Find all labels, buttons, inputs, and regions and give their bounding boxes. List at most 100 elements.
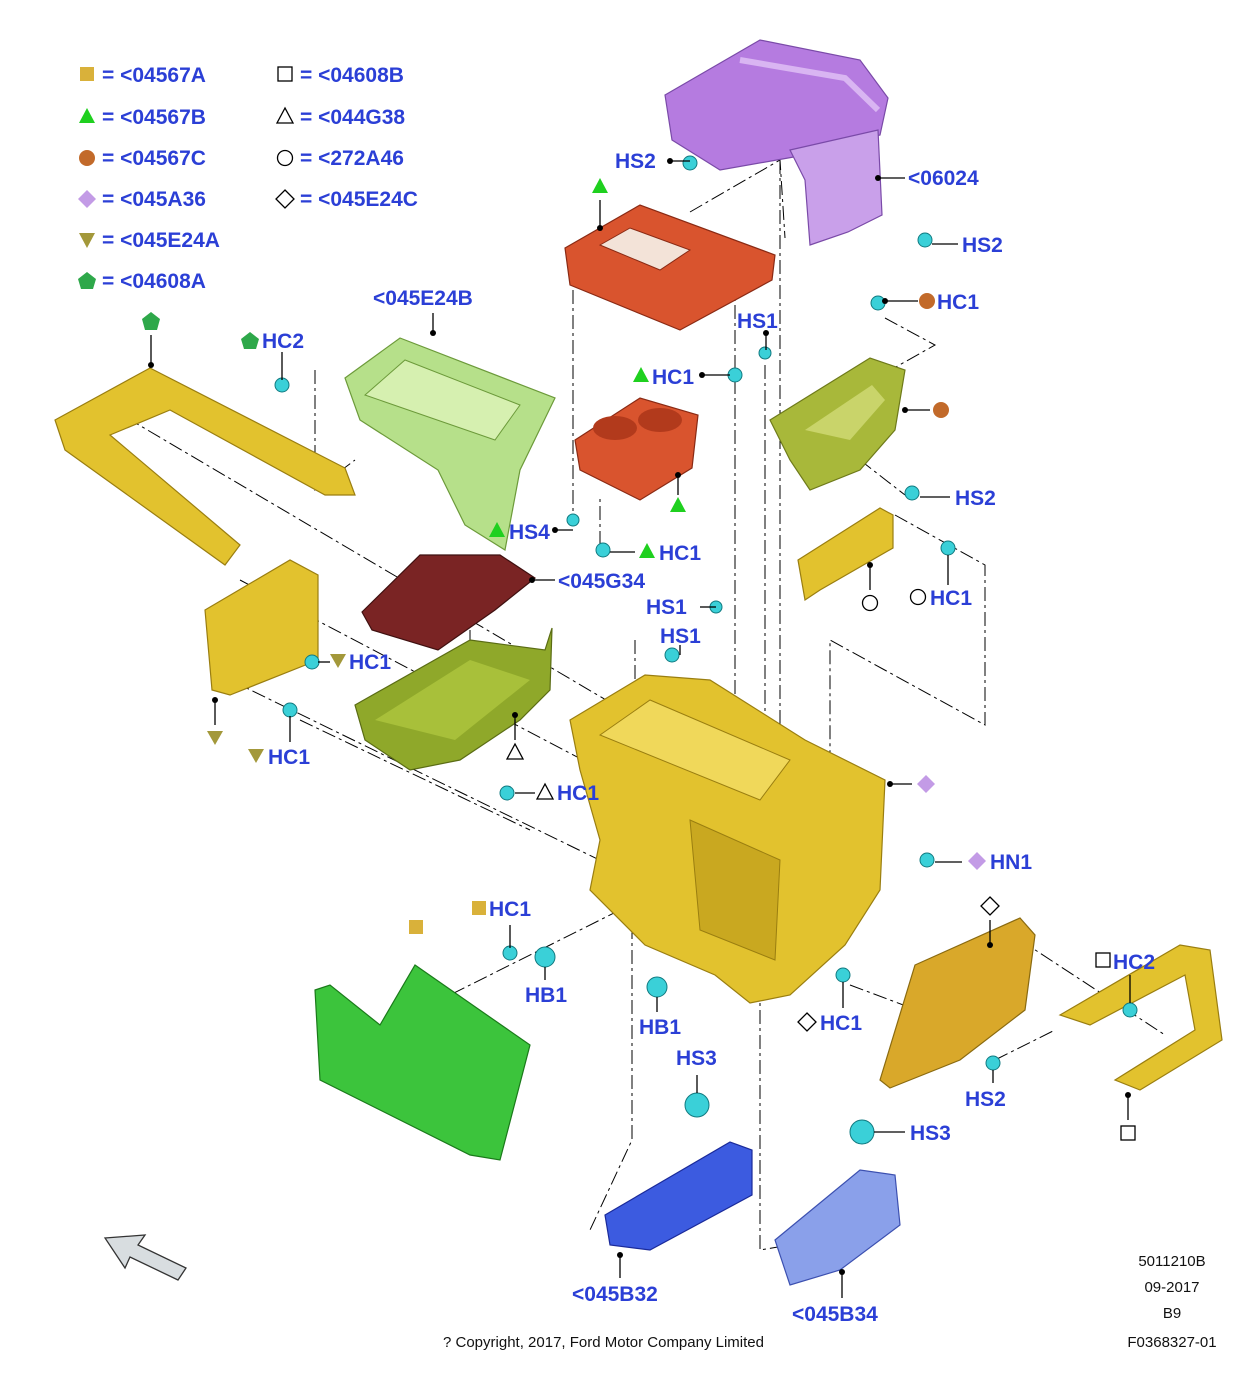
marker-diamond-hn1-icon: [968, 852, 986, 870]
right-bracket-part: [797, 507, 894, 602]
marker-diamond-open-hc1-icon: [797, 1012, 817, 1032]
marker-triangle-open-icon: [505, 742, 525, 760]
label-hc1-tray: HC1: [349, 651, 391, 674]
diagram-code: 5011210B: [1138, 1253, 1205, 1270]
legend-diamond-open-icon: [275, 189, 295, 209]
legend-square-open-icon: [277, 66, 293, 82]
label-hc1-pocket-top: HC1: [937, 291, 979, 314]
front-panel-part: [314, 964, 531, 1161]
label-hs4: HS4: [509, 521, 550, 544]
legend-triangle-open-icon: [275, 106, 295, 124]
right-u-trim-part: [1058, 944, 1223, 1091]
view-direction-arrow-icon: [103, 1234, 187, 1281]
legend-pentagon-filled-icon: [78, 272, 96, 289]
storage-bin-part: [344, 337, 556, 551]
blue-bracket-right-part: [774, 1169, 901, 1286]
marker-triangle-filled-icon: [592, 178, 608, 193]
label-hs1-lower: HS1: [660, 625, 701, 648]
marker-circle-open-hc1-icon: [909, 588, 927, 606]
label-hc2-left: HC2: [262, 330, 304, 353]
label-hb1-left: HB1: [525, 984, 567, 1007]
label-hs3-left: HS3: [676, 1047, 717, 1070]
label-hs2-rear: HS2: [965, 1088, 1006, 1111]
legend-square-filled-icon: [80, 67, 94, 81]
legend-item-04567C: = <04567C: [102, 147, 206, 170]
blue-bracket-left-part: [604, 1141, 753, 1251]
leader-lines: [150, 160, 1131, 1298]
label-hc1-panel: HC1: [268, 746, 310, 769]
legend-item-045A36: = <045A36: [102, 188, 206, 211]
label-hb1-right: HB1: [639, 1016, 681, 1039]
legend-item-045E24A: = <045E24A: [102, 229, 220, 252]
label-hs2-lid: HS2: [962, 234, 1003, 257]
center-tray-part: [354, 627, 553, 771]
label-hc2-right: HC2: [1113, 951, 1155, 974]
rear-panel-part: [879, 917, 1036, 1089]
label-hc1-front: HC1: [489, 898, 531, 921]
legend: = <04567A = <04567B = <04567C = <045A36 …: [78, 64, 418, 293]
armrest-lid-part: [664, 39, 889, 246]
label-045E24B: <045E24B: [373, 287, 473, 310]
right-pocket-part: [769, 357, 906, 491]
marker-triangle-hs4-icon: [489, 522, 505, 537]
legend-item-272A46: = <272A46: [300, 147, 404, 170]
marker-triangle-down-icon: [330, 654, 346, 668]
label-hc1-rear: HC1: [820, 1012, 862, 1035]
copyright-notice: ? Copyright, 2017, Ford Motor Company Li…: [443, 1334, 764, 1351]
marker-triangle-hc1b-icon: [639, 543, 655, 558]
marker-pentagon-hc2-icon: [241, 332, 259, 349]
legend-item-045E24C: = <045E24C: [300, 188, 418, 211]
label-hn1: HN1: [990, 851, 1032, 874]
diagram-date: 09-2017: [1144, 1279, 1199, 1296]
legend-circle-filled-icon: [79, 150, 95, 166]
marker-pentagon-icon: [142, 312, 160, 330]
left-u-trim-part: [54, 367, 356, 566]
label-hc1-tray-lower: HC1: [557, 782, 599, 805]
marker-circle-open-icon: [861, 594, 879, 612]
label-06024: <06024: [908, 167, 979, 190]
marker-square-open-hc2-icon: [1095, 952, 1111, 968]
marker-square-hc1-icon: [472, 901, 486, 915]
marker-circle-filled-icon: [919, 293, 935, 309]
label-hs2-top: HS2: [615, 150, 656, 173]
figure-number: F0368327-01: [1127, 1334, 1216, 1351]
label-hs3-right: HS3: [910, 1122, 951, 1145]
fasteners: [274, 155, 1138, 1145]
left-side-panel-part: [204, 559, 319, 696]
marker-triangle-hc1-icon: [633, 367, 649, 382]
marker-diamond-open-icon: [980, 896, 1000, 916]
legend-triangle-filled-icon: [79, 108, 95, 123]
legend-item-04567B: = <04567B: [102, 106, 206, 129]
legend-circle-open-icon: [276, 149, 294, 167]
label-hs1-mid: HS1: [646, 596, 687, 619]
legend-item-04608A: = <04608A: [102, 270, 206, 293]
main-console-part: [569, 674, 886, 1004]
marker-triangle-down-panel-icon: [207, 731, 223, 745]
marker-triangle-down-hc1-icon: [248, 749, 264, 763]
marker-diamond-filled-icon: [917, 775, 935, 793]
label-045B32: <045B32: [572, 1283, 658, 1306]
tray-mat-part: [361, 554, 537, 651]
legend-item-04567A: = <04567A: [102, 64, 206, 87]
label-hs1-top: HS1: [737, 310, 778, 333]
footer: 5011210B 09-2017 B9 F0368327-01 ? Copyri…: [443, 1253, 1217, 1351]
marker-square-filled-icon: [409, 920, 423, 934]
legend-triangle-down-filled-icon: [79, 233, 95, 248]
label-hc1-cup-lower: HC1: [659, 542, 701, 565]
shifter-bezel-part: [564, 204, 776, 331]
label-045B34: <045B34: [792, 1303, 878, 1326]
legend-diamond-filled-icon: [78, 190, 96, 208]
label-hc1-cupholder: HC1: [652, 366, 694, 389]
legend-item-04608B: = <04608B: [300, 64, 404, 87]
legend-item-044G38: = <044G38: [300, 106, 405, 129]
label-045G34: <045G34: [558, 570, 645, 593]
marker-circle-pocket-icon: [933, 402, 949, 418]
cup-holder-part: [574, 397, 699, 501]
marker-triangle-open-hc1-icon: [535, 782, 555, 800]
label-hs2-pocket: HS2: [955, 487, 996, 510]
marker-square-open-icon: [1120, 1125, 1136, 1141]
diagram-revision: B9: [1163, 1305, 1181, 1322]
part-labels: HS2 <06024 HS2 HC1 <045E24B HC2 HS1 HC1 …: [142, 150, 1155, 1326]
marker-triangle-cup-icon: [670, 497, 686, 512]
